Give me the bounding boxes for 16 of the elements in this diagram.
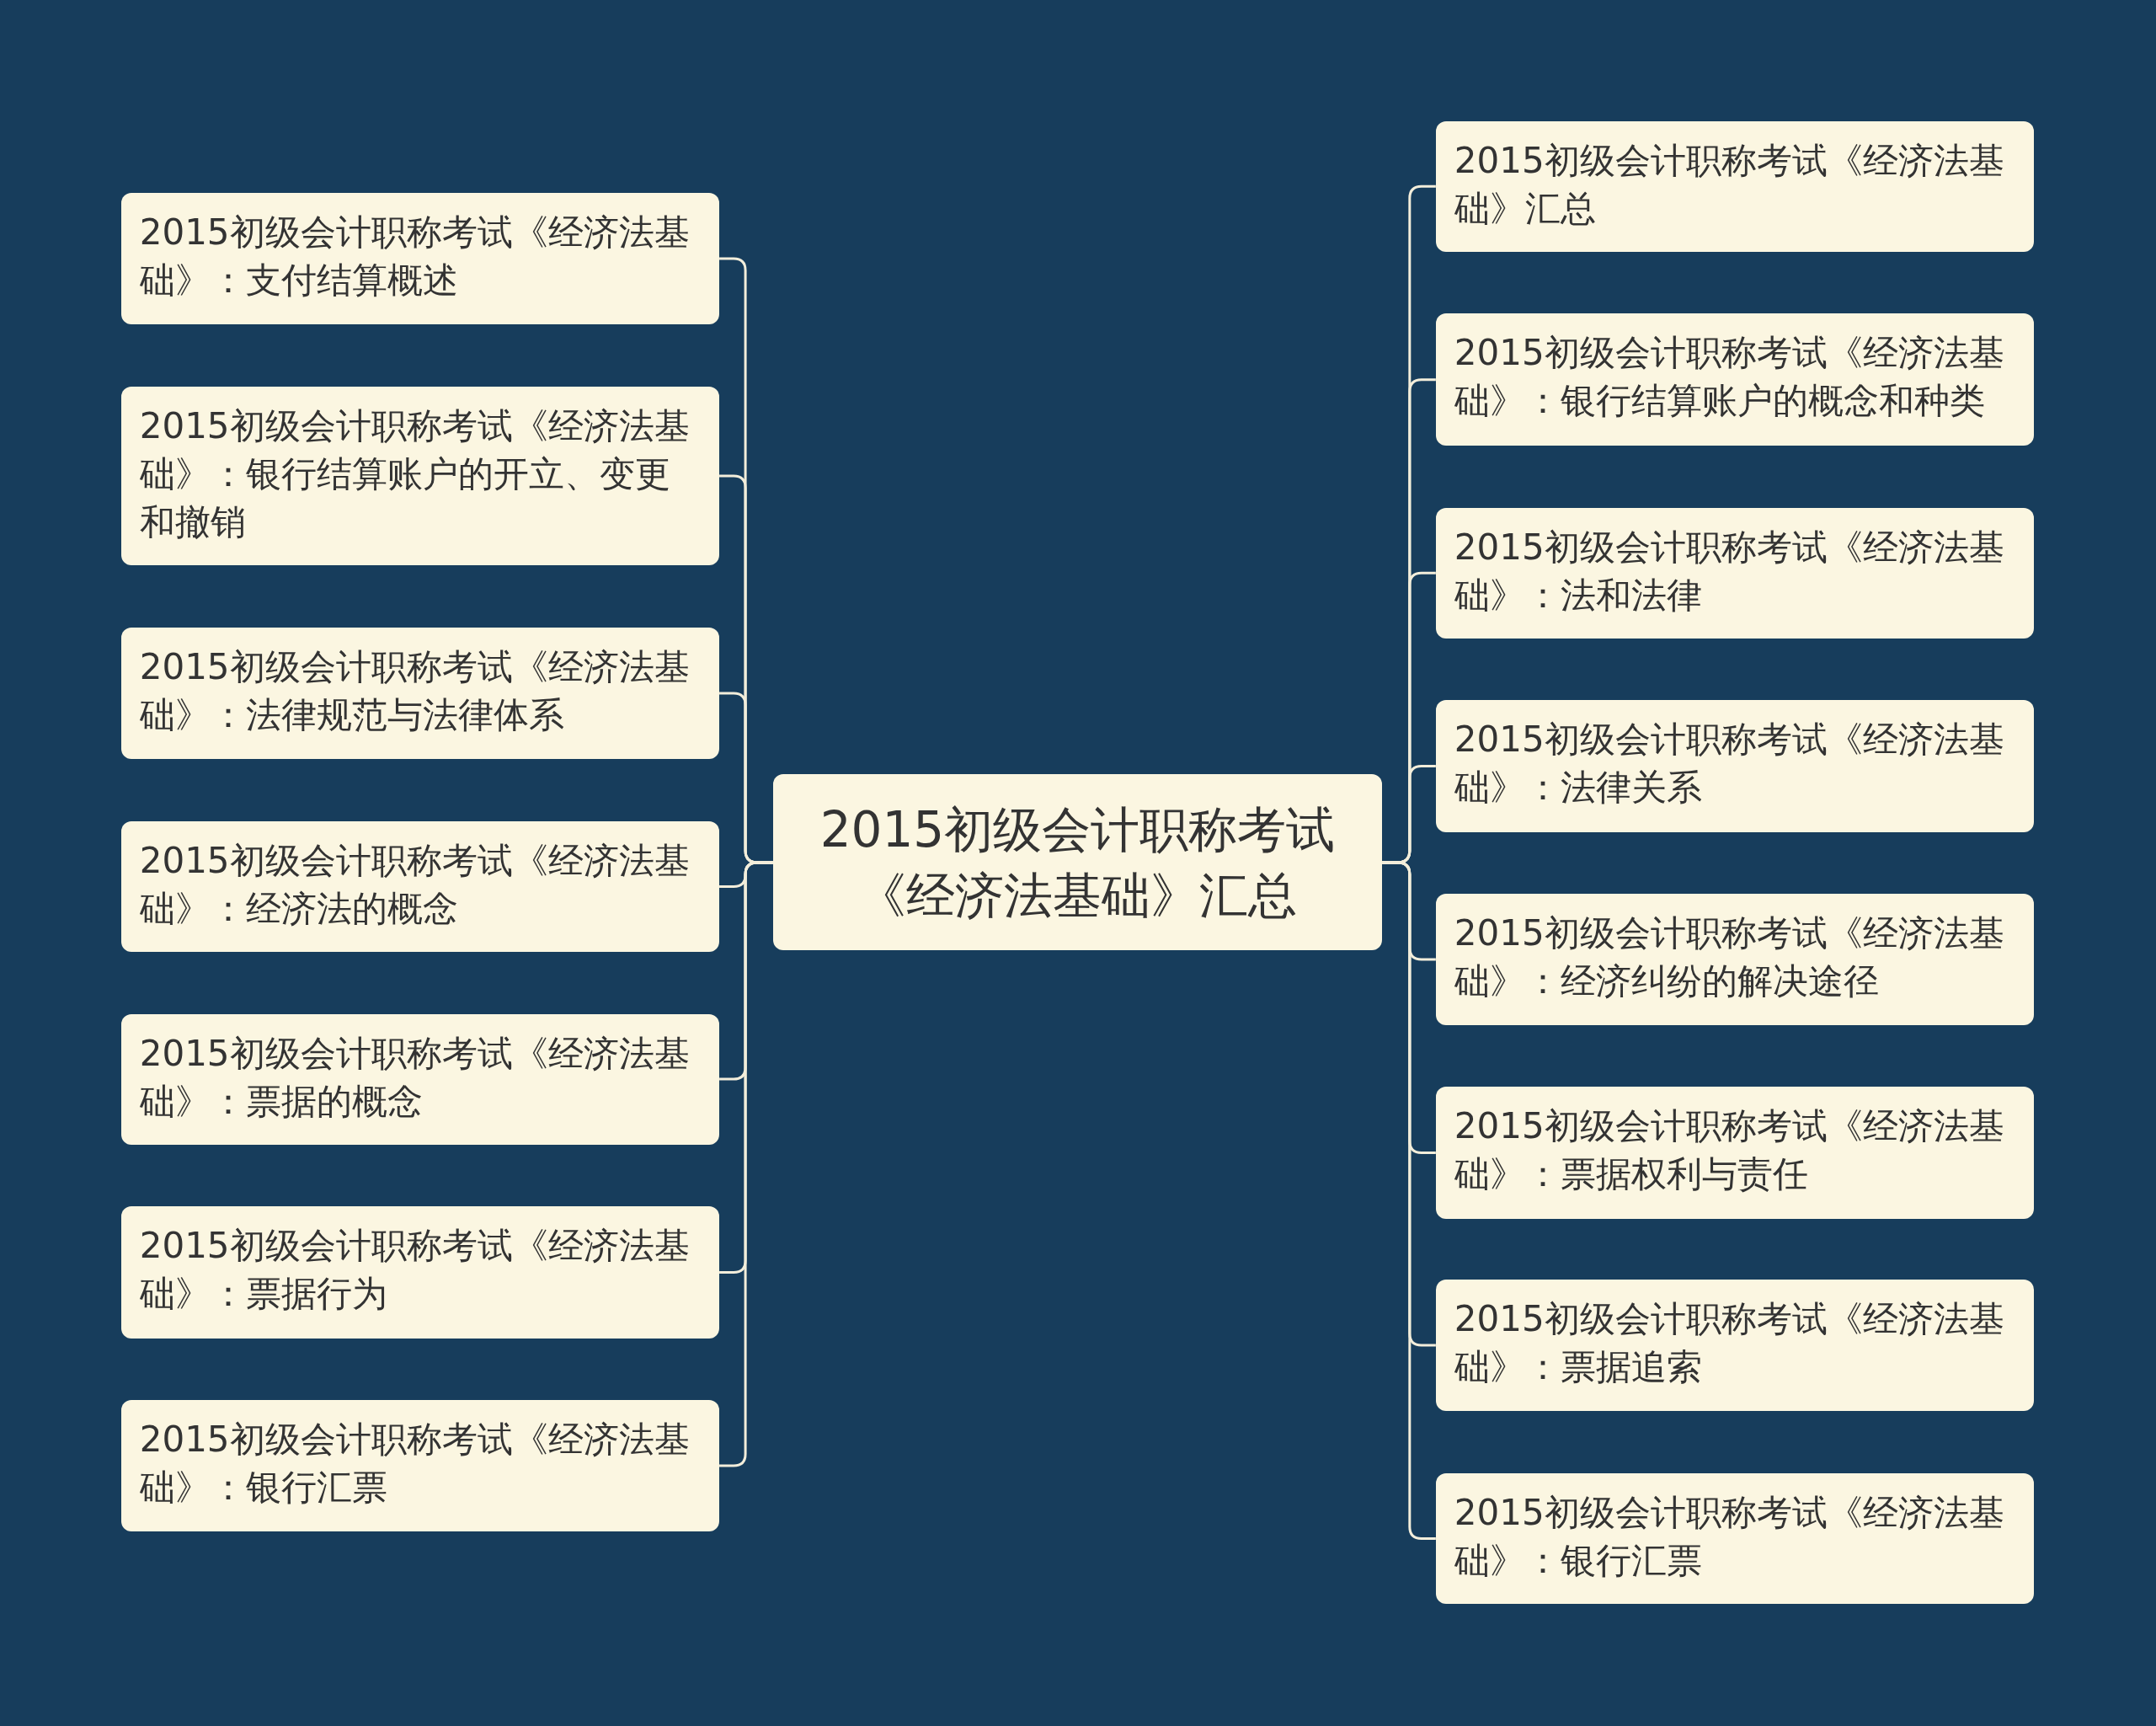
subtopic-box: 2015初级会计职称考试《经济法基础》：票据的概念 <box>120 1013 720 1145</box>
subtopic-box: 2015初级会计职称考试《经济法基础》：票据追索 <box>1435 1279 2035 1412</box>
subtopic-box: 2015初级会计职称考试《经济法基础》：经济法的概念 <box>120 820 720 952</box>
subtopic-box: 2015初级会计职称考试《经济法基础》：经济纠纷的解决途径 <box>1435 894 2035 1025</box>
topic-box: 2015初级会计职称考试《经济法基础》汇总 <box>772 774 1383 951</box>
subtopic-box: 2015初级会计职称考试《经济法基础》：支付结算概述 <box>120 192 720 325</box>
subtopic-box: 2015初级会计职称考试《经济法基础》：票据权利与责任 <box>1435 1087 2035 1219</box>
subtopic-box: 2015初级会计职称考试《经济法基础》：法律关系 <box>1435 700 2035 832</box>
subtopic-box: 2015初级会计职称考试《经济法基础》：银行结算账户的开立、变更和撤销 <box>120 386 720 566</box>
subtopic-box: 2015初级会计职称考试《经济法基础》汇总 <box>1435 120 2035 252</box>
subtopic-box: 2015初级会计职称考试《经济法基础》：银行汇票 <box>120 1400 720 1531</box>
subtopic-box: 2015初级会计职称考试《经济法基础》：法和法律 <box>1435 507 2035 639</box>
subtopic-box: 2015初级会计职称考试《经济法基础》：法律规范与法律体系 <box>120 627 720 760</box>
subtopic-box: 2015初级会计职称考试《经济法基础》：票据行为 <box>120 1206 720 1339</box>
subtopic-box: 2015初级会计职称考试《经济法基础》：银行汇票 <box>1435 1472 2035 1605</box>
subtopic-box: 2015初级会计职称考试《经济法基础》：银行结算账户的概念和种类 <box>1435 313 2035 446</box>
